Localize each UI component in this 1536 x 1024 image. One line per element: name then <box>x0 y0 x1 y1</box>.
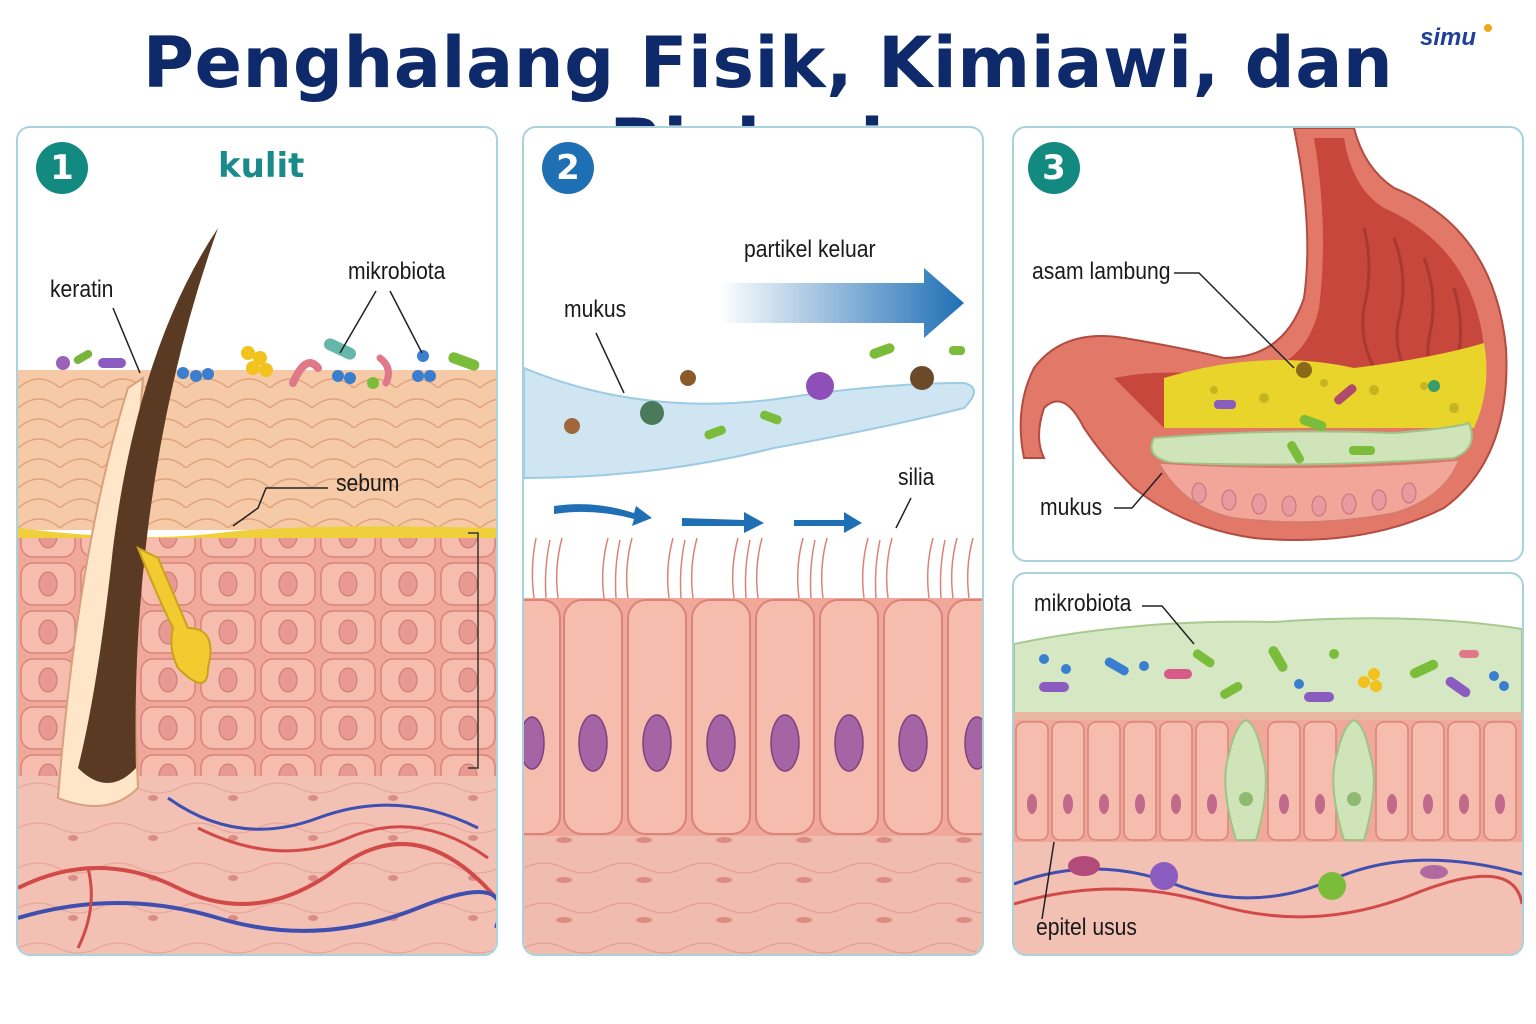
label-partikel-keluar: partikel keluar <box>744 236 876 263</box>
label-mukus: mukus <box>564 296 627 323</box>
label-epitel-usus: epitel usus <box>1036 914 1137 941</box>
skin-illustration <box>18 128 496 954</box>
label-mukus-stomach: mukus <box>1040 494 1103 521</box>
label-sebum: sebum <box>336 470 400 497</box>
panel-intestine: mikrobiota epitel usus <box>1012 572 1524 956</box>
logo-dot-icon <box>1484 24 1492 32</box>
panel-number-badge: 3 <box>1028 142 1080 194</box>
panel-number-badge: 1 <box>36 142 88 194</box>
label-keratin: keratin <box>50 276 114 303</box>
panel-stomach: 3 asam lambung mukus <box>1012 126 1524 562</box>
label-silia: silia <box>898 464 935 491</box>
brand-logo: simu <box>1420 24 1477 51</box>
label-mikrobiota-gut: mikrobiota <box>1034 590 1132 617</box>
label-mikrobiota: mikrobiota <box>348 258 446 285</box>
panel-skin: 1 kulit keratin mikrobiota sebum <box>16 126 498 956</box>
label-asam-lambung: asam lambung <box>1032 258 1171 285</box>
panel-heading-kulit: kulit <box>218 146 305 186</box>
intestine-illustration <box>1014 605 1522 954</box>
panel-respiratory: 2 partikel keluar mukus silia <box>522 126 984 956</box>
panel-number-badge: 2 <box>542 142 594 194</box>
respiratory-illustration <box>524 268 982 954</box>
stomach-illustration <box>1019 128 1508 541</box>
